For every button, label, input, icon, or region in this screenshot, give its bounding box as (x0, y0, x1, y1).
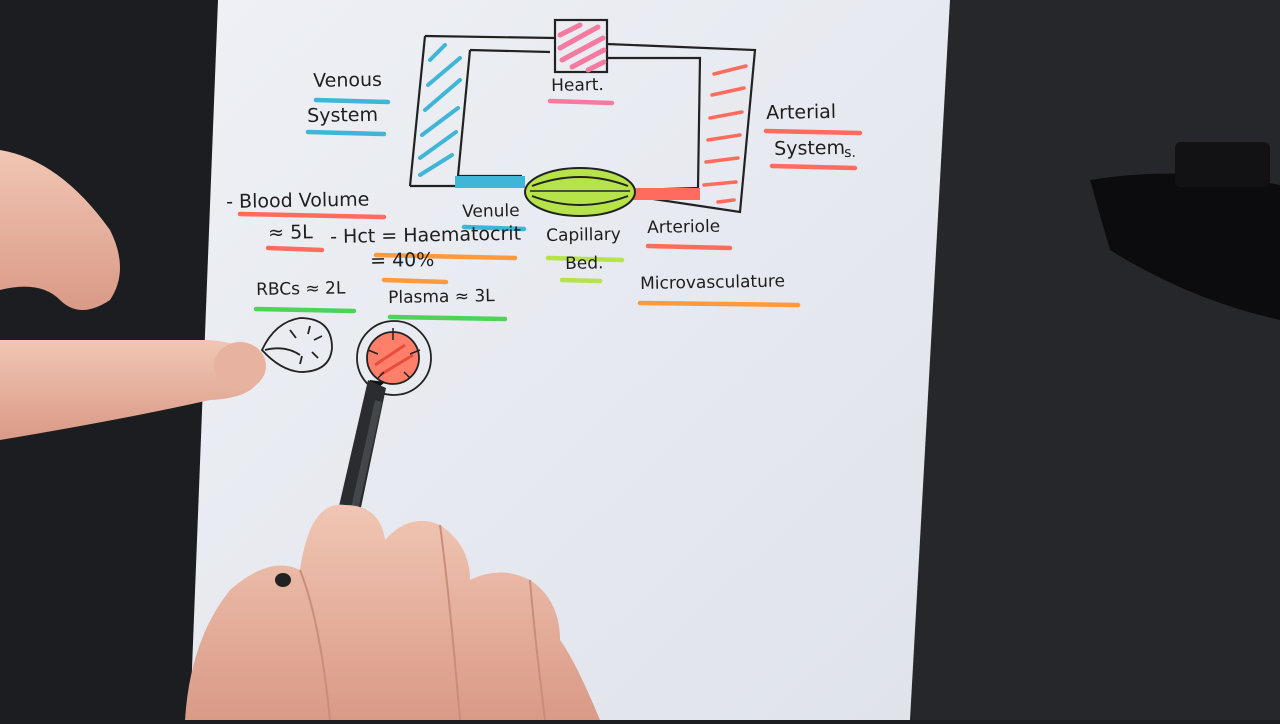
arteriole-label: Arteriole (646, 216, 721, 238)
capillary-bed (524, 167, 636, 217)
plasma-label: Plasma ≈ 3L (387, 286, 495, 308)
highlighter-underlines (237, 97, 863, 322)
rbc-drawing (260, 317, 333, 373)
arterial-hatching (702, 64, 748, 204)
capillary-label-line1: Capillary (545, 224, 622, 246)
right-hand (185, 504, 600, 721)
hct-label: - Hct = Haematocrit (329, 222, 522, 248)
plasma-cell-drawing (356, 320, 432, 396)
left-hand (0, 150, 266, 440)
black-object (1090, 142, 1280, 320)
arteriole-segment (632, 188, 700, 200)
table-surface-right (900, 0, 1280, 720)
venous-label-line1: Venous (312, 68, 383, 92)
hct-value: = 40% (369, 248, 435, 272)
capillary-label-line2: Bed. (564, 253, 604, 274)
venule-segment (455, 176, 525, 188)
venous-hatching (418, 43, 462, 177)
blood-volume-value: ≈ 5L (267, 221, 313, 244)
heart-hatching (557, 22, 607, 73)
heart-label: Heart. (550, 75, 605, 96)
arterial-label-line1: Arterial (765, 100, 837, 124)
arterial-label-line2: System (773, 136, 846, 160)
venous-label-line2: System (306, 103, 379, 127)
venule-label: Venule (461, 200, 520, 222)
microvasculature-label: Microvasculature (639, 271, 786, 294)
arterial-label-suffix: s. (843, 144, 857, 161)
rbcs-label: RBCs ≈ 2L (255, 278, 346, 300)
blood-volume-label: - Blood Volume (225, 188, 370, 213)
